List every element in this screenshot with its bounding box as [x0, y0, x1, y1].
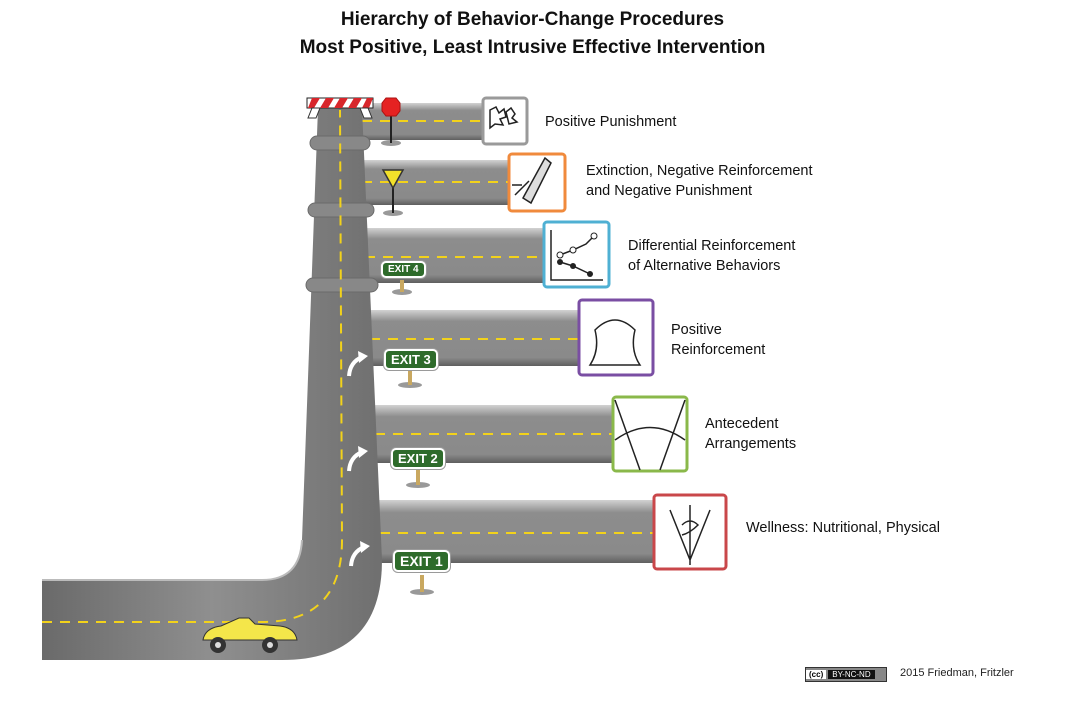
- exit-1-sign: EXIT 1: [393, 550, 450, 572]
- scribble-punishment-icon: [481, 96, 529, 146]
- exit-3-sign: EXIT 3: [384, 349, 438, 370]
- credit-text: 2015 Friedman, Fritzler: [900, 667, 1014, 679]
- diagram-title-line2: Most Positive, Least Intrusive Effective…: [299, 37, 766, 58]
- main-road-centerline: [42, 109, 344, 623]
- yield-sign-icon: [381, 169, 405, 216]
- yellow-car-icon: [202, 617, 298, 653]
- line-graph-icon: [542, 220, 611, 289]
- diagram-title-line1: Hierarchy of Behavior-Change Procedures: [340, 9, 725, 30]
- road-barrier-icon: [306, 97, 374, 119]
- exit-4-sign: EXIT 4: [381, 261, 426, 278]
- branch-road-2: [352, 160, 512, 205]
- cc-license-badge: (cc) BY-NC-ND: [805, 667, 887, 682]
- procedure-label-positive-punishment: Positive Punishment: [545, 114, 677, 130]
- stage-curtain-icon: [611, 395, 689, 473]
- hand-reward-icon: [577, 298, 655, 377]
- stop-sign-icon: [381, 97, 401, 146]
- exit-sign-posts: [392, 280, 434, 595]
- procedure-label-wellness: Wellness: Nutritional, Physical: [746, 520, 940, 536]
- main-road: [42, 108, 382, 660]
- exit-2-sign: EXIT 2: [391, 448, 445, 469]
- road-rings: [305, 135, 379, 293]
